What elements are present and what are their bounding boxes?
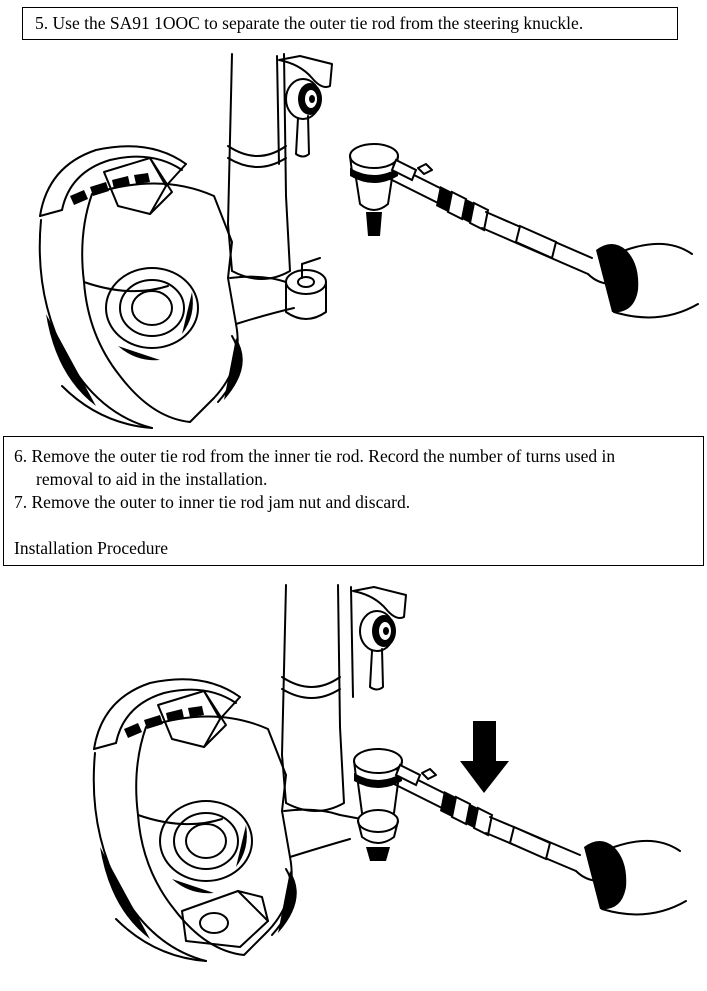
outer-tie-rod-shank (387, 158, 449, 207)
tie-rod-jam-nut (440, 791, 494, 837)
stabilizer-link (276, 55, 333, 165)
outer-tie-rod-ball-joint (353, 748, 403, 861)
step-6-text-line-1: 6. Remove the outer tie rod from the inn… (14, 446, 616, 466)
lower-ball-joint-mount (181, 890, 269, 948)
steering-rack-boot (575, 839, 687, 916)
tie-rod-jam-nut (436, 186, 490, 232)
stabilizer-link (350, 586, 407, 698)
brake-rotor-shield (38, 145, 187, 429)
steering-knuckle (81, 182, 239, 423)
inner-tie-rod (485, 816, 581, 872)
inner-tie-rod (481, 211, 593, 275)
separation-axis (330, 254, 420, 278)
caliper-bracket (157, 690, 241, 748)
strut-tube (227, 53, 291, 280)
figure-tie-rod-separated (0, 46, 707, 431)
step-5-text: 5. Use the SA91 1OOC to separate the out… (35, 13, 584, 33)
knuckle-tie-rod-arm (271, 808, 373, 936)
outer-tie-rod-shank (391, 763, 453, 812)
outer-tie-rod-ball-joint (349, 143, 399, 236)
steering-knuckle (135, 715, 293, 956)
caliper-bracket (103, 157, 187, 215)
spacer (14, 514, 703, 537)
step-7-text: 7. Remove the outer to inner tie rod jam… (14, 492, 411, 512)
figure-tie-rod-installed (0, 575, 707, 991)
step-6-text-line-2: removal to aid in the installation. (36, 469, 268, 489)
step-5-textbox: 5. Use the SA91 1OOC to separate the out… (22, 7, 678, 40)
steering-rack-boot (587, 242, 699, 319)
brake-rotor-shield (92, 678, 241, 962)
strut-tube (281, 584, 345, 812)
knuckle-tie-rod-boss (285, 257, 327, 320)
installation-procedure-heading: Installation Procedure (14, 538, 169, 558)
steps-6-7-textbox: 6. Remove the outer tie rod from the inn… (3, 436, 704, 566)
jam-nut-arrow-annotation (460, 721, 509, 793)
